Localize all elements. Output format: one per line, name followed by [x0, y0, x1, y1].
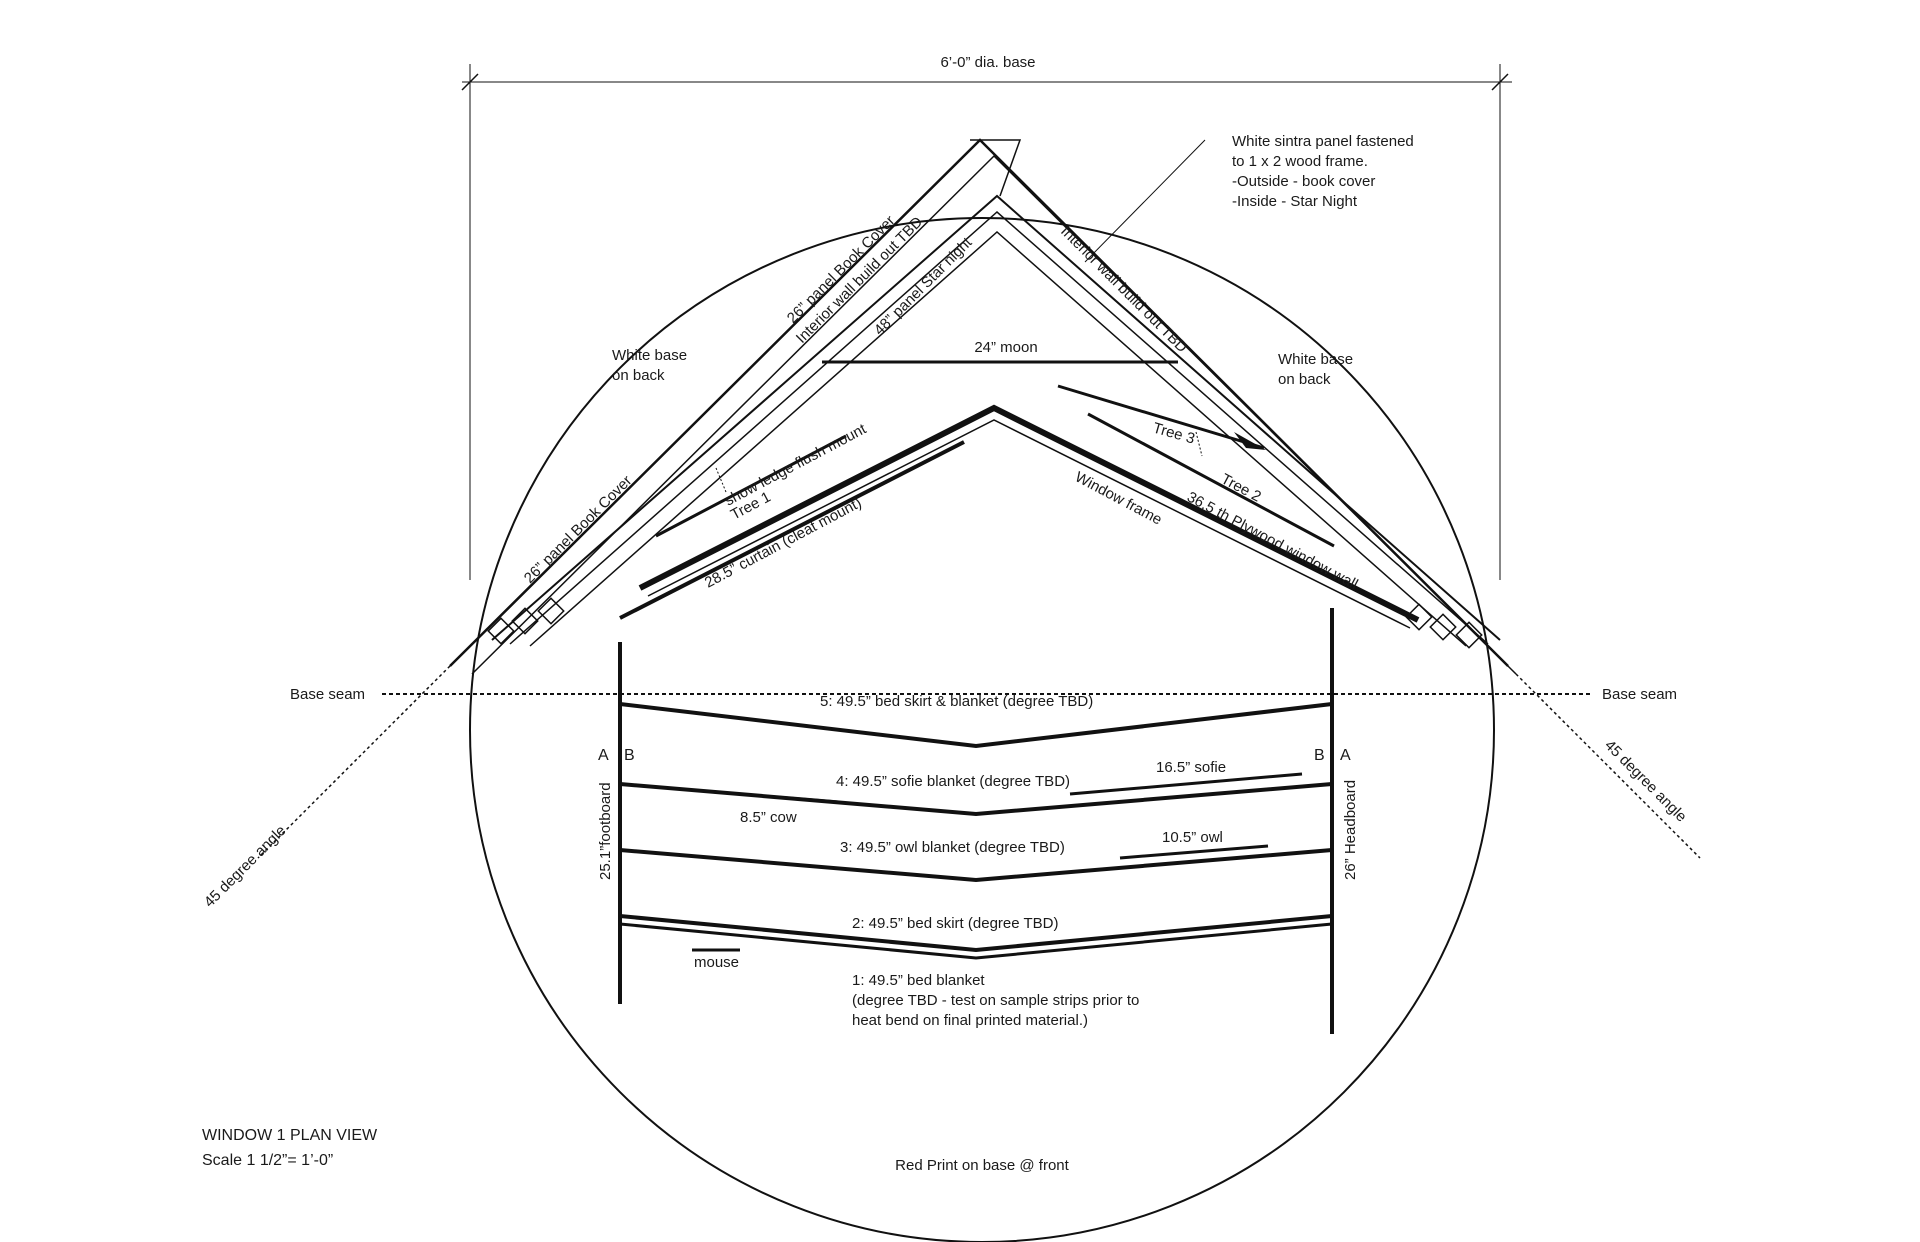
trees	[655, 384, 1335, 548]
blanket-layers	[619, 702, 1333, 960]
tree-3-label: Tree 3	[1151, 420, 1197, 448]
angle-line-right	[1515, 673, 1701, 859]
headboard-label: 26” Headboard	[1342, 780, 1359, 880]
note-line-1: White sintra panel fastened	[1232, 133, 1414, 150]
letter-a-left: A	[598, 747, 609, 764]
footboard-label: 25.1”footboard	[597, 782, 614, 880]
layer-5-label: 5: 49.5” bed skirt & blanket (degree TBD…	[820, 693, 1093, 710]
layer-4-label: 4: 49.5” sofie blanket (degree TBD)	[836, 773, 1070, 790]
dimension-label: 6’-0” dia. base	[940, 54, 1035, 71]
cow-label: 8.5” cow	[740, 809, 797, 826]
note-line-3: -Outside - book cover	[1232, 173, 1375, 190]
plywood-wall-label: 36.5 th Plywood window wall	[1184, 489, 1361, 594]
mouse-label: mouse	[694, 954, 739, 971]
outer-roof-walls	[449, 138, 1517, 675]
base-seam-left-label: Base seam	[290, 686, 365, 703]
note-leader	[1084, 139, 1206, 263]
white-base-left-1: White base	[612, 347, 687, 364]
moon-label: 24” moon	[974, 339, 1037, 356]
layer-3-label: 3: 49.5” owl blanket (degree TBD)	[840, 839, 1065, 856]
note-line-4: -Inside - Star Night	[1232, 193, 1358, 210]
letter-a-right: A	[1340, 747, 1351, 764]
layer-1-line-3: heat bend on final printed material.)	[852, 1012, 1088, 1029]
drawing-title: WINDOW 1 PLAN VIEW	[202, 1127, 378, 1144]
note-line-2: to 1 x 2 wood frame.	[1232, 153, 1368, 170]
white-base-left-2: on back	[612, 367, 665, 384]
characters	[692, 772, 1303, 952]
white-base-right: White base on back	[1278, 351, 1357, 388]
sofie-label: 16.5” sofie	[1156, 759, 1226, 776]
corner-blocks	[487, 597, 1483, 649]
letter-b-left: B	[624, 747, 635, 764]
white-base-right-2: on back	[1278, 371, 1331, 388]
owl-label: 10.5” owl	[1162, 829, 1223, 846]
base-circle	[469, 217, 1495, 1242]
layer-1-label: 1: 49.5” bed blanket (degree TBD - test …	[852, 972, 1144, 1029]
white-base-right-1: White base	[1278, 351, 1353, 368]
layer-2-label: 2: 49.5” bed skirt (degree TBD)	[852, 915, 1058, 932]
angle-left-label: 45 degree angle	[201, 822, 290, 911]
window-frame	[619, 404, 1420, 629]
dimension-line	[461, 64, 1512, 580]
tree-2-label: Tree 2	[1218, 471, 1264, 506]
white-base-left: White base on back	[612, 347, 691, 384]
base-seam-right-label: Base seam	[1602, 686, 1677, 703]
show-ledge-label: show ledge flush mount	[722, 420, 870, 509]
sintra-note: White sintra panel fastened to 1 x 2 woo…	[1232, 133, 1418, 210]
drawing-scale: Scale 1 1/2”= 1’-0”	[202, 1152, 333, 1169]
layer-1-line-2: (degree TBD - test on sample strips prio…	[852, 992, 1139, 1009]
letter-b-right: B	[1314, 747, 1325, 764]
red-print-note: Red Print on base @ front	[895, 1157, 1069, 1174]
layer-1-line-1: 1: 49.5” bed blanket	[852, 972, 985, 989]
angle-right-label: 45 degree angle	[1601, 737, 1690, 826]
interior-wall-right-label: Interior wall build out TBD	[1057, 223, 1190, 356]
